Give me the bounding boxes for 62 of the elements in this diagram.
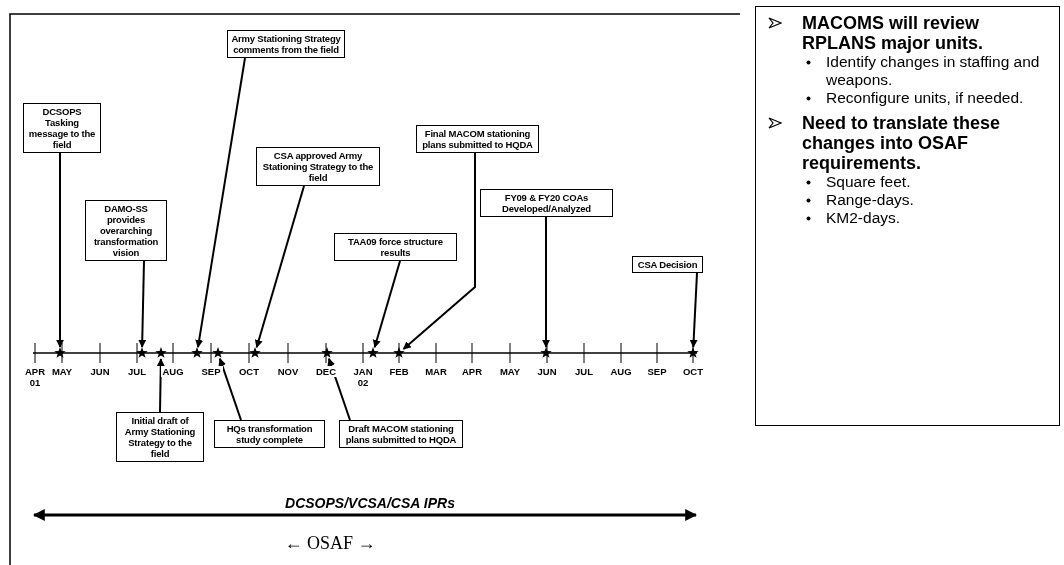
arrow: [218, 357, 242, 421]
month-label: OCT: [237, 366, 261, 377]
callout-box: FY09 & FY20 COAs Developed/Analyzed: [480, 189, 613, 217]
month-label: NOV: [276, 366, 300, 377]
bullet-heading: MACOMS will review RPLANS major units.: [802, 13, 984, 53]
month-label: MAR: [424, 366, 448, 377]
bullet-text: Reconfigure units, if needed.: [826, 89, 1024, 106]
star-marker: [367, 347, 379, 359]
callout-box: Army Stationing Strategy comments from the field: [227, 30, 345, 58]
callout-box: TAA09 force structure results: [334, 233, 457, 261]
star-marker: [212, 347, 224, 359]
arrow: [156, 358, 165, 413]
callout-box: DCSOPS Tasking message to the field: [23, 103, 101, 153]
bullet-text: Range-days.: [826, 191, 914, 208]
month-label: AUG: [161, 366, 185, 377]
arrow: [56, 152, 64, 348]
month-label: MAY: [50, 366, 74, 377]
arrow: [542, 216, 550, 348]
callout-box: HQs transformation study complete: [214, 420, 325, 448]
month-label: JUL: [125, 366, 149, 377]
callout-box: Initial draft of Army Stationing Strategy to the field: [116, 412, 204, 462]
month-label: JUL: [572, 366, 596, 377]
star-marker: [687, 347, 699, 359]
month-label: MAY: [498, 366, 522, 377]
callout-box: DAMO-SS provides overarching transformation vision: [85, 200, 167, 261]
month-label: JUN: [535, 366, 559, 377]
month-label: APR: [460, 366, 484, 377]
month-label: SEP: [645, 366, 669, 377]
bullet-text: Identify changes in staffing and weapons.: [826, 53, 1040, 88]
arrow: [254, 185, 305, 349]
month-label: APR 01: [23, 366, 47, 388]
arrow: [689, 272, 698, 348]
star-marker: [136, 347, 148, 359]
arrow: [402, 152, 476, 351]
month-label: JUN: [88, 366, 112, 377]
month-label: JAN 02: [351, 366, 375, 388]
arrow: [138, 260, 147, 348]
month-label: SEP: [199, 366, 223, 377]
bullet-text: KM2-days.: [826, 209, 901, 226]
month-label: DEC: [314, 366, 338, 377]
star-marker: [54, 347, 66, 359]
month-label: FEB: [387, 366, 411, 377]
span-label: DCSOPS/VCSA/CSA IPRs: [284, 495, 456, 511]
callout-box: Draft MACOM stationing plans submitted to HQDA: [339, 420, 463, 448]
callout-box: CSA approved Army Stationing Strategy to the field: [256, 147, 380, 186]
callout-box: CSA Decision: [632, 256, 703, 273]
star-marker: [191, 347, 203, 359]
month-label: OCT: [681, 366, 705, 377]
callout-box: Final MACOM stationing plans submitted to HQDA: [416, 125, 539, 153]
arrow: [327, 357, 351, 421]
month-label: AUG: [609, 366, 633, 377]
bullet-heading: Need to translate these changes into OSAF requirements.: [802, 113, 1001, 173]
star-marker: [393, 347, 405, 359]
bullet-text: Square feet.: [826, 173, 911, 190]
span-label: ← OSAF →: [283, 533, 377, 554]
star-marker: [155, 347, 167, 359]
star-marker: [540, 347, 552, 359]
star-marker: [321, 347, 333, 359]
arrow: [195, 57, 246, 349]
notes-panel: [755, 6, 1060, 426]
arrow: [372, 260, 401, 349]
star-marker: [249, 347, 261, 359]
